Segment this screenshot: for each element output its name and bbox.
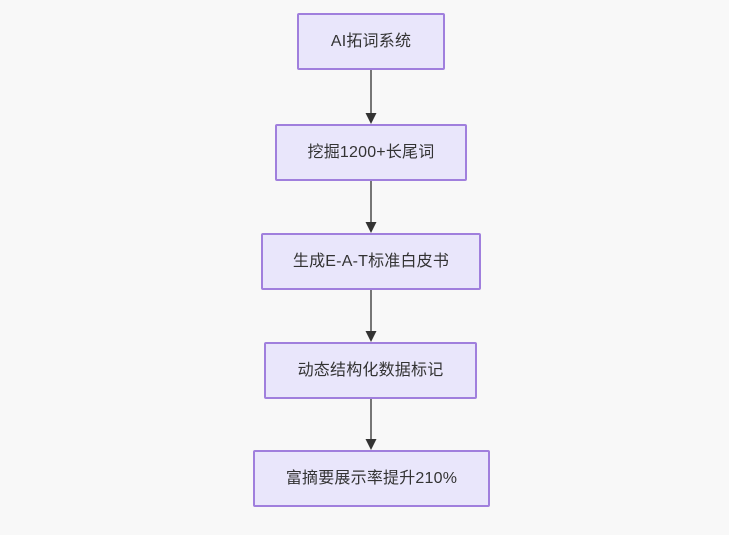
node-label: 生成E-A-T标准白皮书 (292, 252, 450, 270)
edge-n3-n4 (365, 290, 377, 342)
flowchart-node-mine-longtail-keywords[interactable]: 挖掘1200+长尾词 (275, 124, 467, 181)
node-label: 动态结构化数据标记 (297, 361, 444, 379)
node-label: 富摘要展示率提升210% (285, 469, 458, 487)
edge-n2-n3 (365, 181, 377, 233)
flowchart-node-dynamic-structured-data-markup[interactable]: 动态结构化数据标记 (264, 342, 477, 399)
edge-n4-n5 (365, 399, 377, 450)
node-label: 挖掘1200+长尾词 (307, 143, 435, 161)
flowchart-node-ai-keyword-system[interactable]: AI拓词系统 (297, 13, 445, 70)
flowchart-node-generate-eat-whitepaper[interactable]: 生成E-A-T标准白皮书 (261, 233, 481, 290)
edge-n1-n2 (365, 70, 377, 124)
node-label: AI拓词系统 (330, 32, 412, 50)
flowchart-node-rich-snippet-impression-lift[interactable]: 富摘要展示率提升210% (253, 450, 490, 507)
